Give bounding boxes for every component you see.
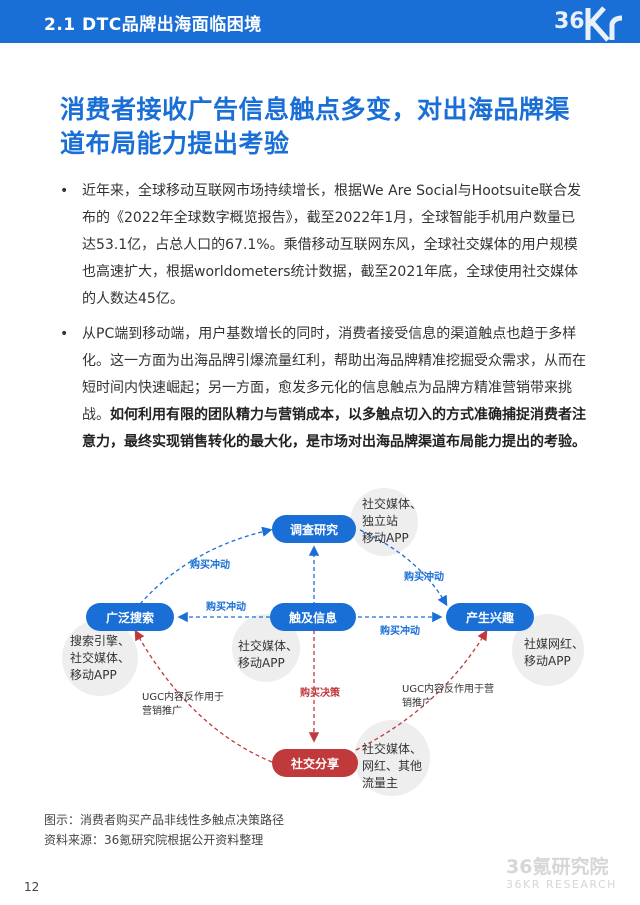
touch-channels-line-1: 社交媒体、	[238, 638, 298, 653]
search-channels-line-3: 移动APP	[70, 668, 117, 682]
search-channels-line-2: 社交媒体、	[70, 650, 130, 665]
touch-channels-line-2: 移动APP	[238, 656, 285, 670]
svg-text:36: 36	[554, 9, 585, 34]
page-number: 12	[24, 880, 40, 894]
research-channels-circle	[350, 488, 418, 556]
share-channels-line-2: 网红、其他	[362, 758, 422, 773]
edge-label-buy-4: 购买冲动	[380, 624, 420, 637]
node-research-label: 调查研究	[290, 522, 338, 537]
arrow-search-to-research	[139, 526, 273, 605]
node-search: 广泛搜索	[86, 603, 174, 631]
bullet-list: • 近年来，全球移动互联网市场持续增长，根据We Are Social与Hoot…	[60, 178, 588, 464]
node-research: 调查研究	[272, 515, 356, 543]
bullet-bold-text-2: 如何利用有限的团队精力与营销成本，以多触点切入的方式准确捕捉消费者注意力，最终实…	[82, 407, 586, 450]
bullet-item-2: • 从PC端到移动端，用户基数增长的同时，消费者接受信息的渠道触点也趋于多样化。…	[60, 321, 588, 456]
bullet-dot-icon: •	[60, 326, 69, 342]
edge-label-buy-2: 购买冲动	[206, 600, 246, 613]
bullet-text-2: 从PC端到移动端，用户基数增长的同时，消费者接受信息的渠道触点也趋于多样化。这一…	[82, 326, 586, 423]
watermark-line-1: 36氪研究院	[506, 856, 609, 878]
edge-label-ugc-left-1: UGC内容反作用于	[142, 690, 224, 703]
36kr-logo-icon: 36	[554, 6, 623, 42]
arrow-share-to-interest	[355, 629, 488, 751]
node-search-label: 广泛搜索	[106, 610, 154, 625]
interest-channels-line-2: 移动APP	[524, 654, 571, 668]
research-channels-line-3: 移动APP	[362, 531, 409, 545]
edge-label-ugc-right-1: UGC内容反作用于营	[402, 682, 494, 695]
node-share-label: 社交分享	[290, 756, 339, 771]
page-heading: 消费者接收广告信息触点多变，对出海品牌渠 道布局能力提出考验	[60, 93, 600, 161]
section-header-bar: 2.1 DTC品牌出海面临困境 36	[0, 0, 640, 43]
share-channels-line-1: 社交媒体、	[362, 741, 422, 756]
search-channels-circle	[62, 620, 138, 696]
node-interest-label: 产生兴趣	[466, 610, 515, 625]
share-channels-line-3: 流量主	[362, 776, 398, 790]
heading-line-2: 道布局能力提出考验	[60, 129, 290, 158]
search-channels-line-1: 搜索引擎、	[70, 633, 130, 648]
interest-channels-line-1: 社媒网红、	[524, 636, 584, 651]
edge-label-ugc-right-2: 销推广	[402, 696, 432, 709]
research-channels-line-1: 社交媒体、	[362, 496, 422, 511]
bullet-item-1: • 近年来，全球移动互联网市场持续增长，根据We Are Social与Hoot…	[60, 178, 588, 313]
decision-path-diagram: 调查研究 广泛搜索 触及信息 产生兴趣 社交分享 社交媒体、 独立站 移动APP…	[62, 488, 584, 796]
edge-label-buy-3: 购买冲动	[404, 570, 444, 583]
bullet-text-1: 近年来，全球移动互联网市场持续增长，根据We Are Social与Hootsu…	[82, 183, 581, 307]
node-touch: 触及信息	[270, 603, 356, 631]
share-channels-circle	[354, 720, 430, 796]
research-channels-line-2: 独立站	[362, 513, 398, 528]
node-touch-label: 触及信息	[289, 610, 337, 625]
section-title: 2.1 DTC品牌出海面临困境	[44, 15, 262, 35]
edge-label-ugc-left-2: 营销推广	[142, 704, 182, 717]
edge-label-buy-1: 购买冲动	[190, 558, 230, 571]
watermark-line-2: 36KR RESEARCH	[506, 878, 617, 891]
edge-label-decision: 购买决策	[300, 686, 341, 699]
arrow-share-to-search	[134, 629, 273, 763]
source-caption: 资料来源：36氪研究院根据公开资料整理	[44, 833, 264, 847]
figure-caption: 图示：消费者购买产品非线性多触点决策路径	[44, 813, 285, 827]
interest-channels-circle	[512, 614, 584, 686]
node-interest: 产生兴趣	[446, 603, 534, 631]
touch-channels-circle	[232, 614, 300, 682]
node-share: 社交分享	[272, 749, 358, 777]
bullet-dot-icon: •	[60, 183, 69, 199]
heading-line-1: 消费者接收广告信息触点多变，对出海品牌渠	[60, 95, 571, 124]
